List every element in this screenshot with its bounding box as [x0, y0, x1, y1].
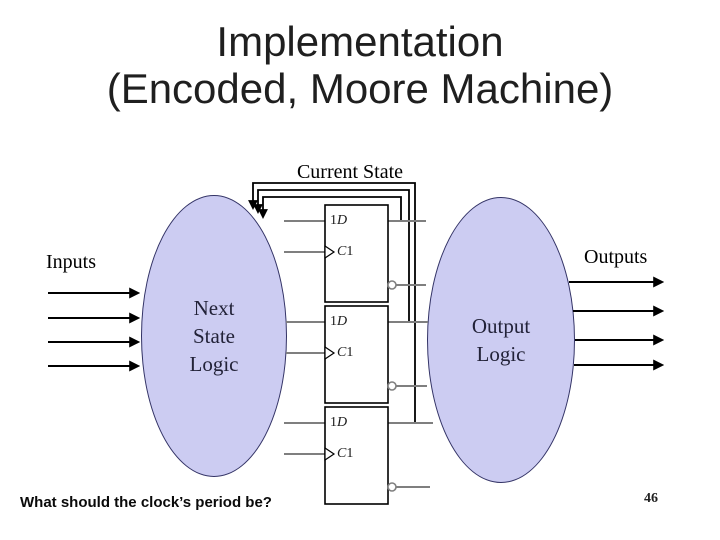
ff2-d-num: 1: [330, 314, 337, 329]
ff2-box: [324, 305, 389, 404]
slide-title-line2: (Encoded, Moore Machine): [106, 65, 614, 112]
next-state-logic-label-line2: State: [193, 324, 235, 348]
ff3-c-num: 1: [346, 446, 354, 461]
ff2-d-pin-label: 1D: [330, 314, 347, 330]
ff3-c-pin-label: C1: [337, 446, 353, 462]
ff1-d-pin-label: 1D: [330, 213, 347, 229]
output-logic-label-line2: Logic: [476, 342, 526, 366]
feedback-loop-ff1: [258, 196, 402, 221]
page-number: 46: [644, 491, 658, 506]
ff3-bubble-icon: [387, 482, 397, 492]
ff2-bubble-icon: [387, 381, 397, 391]
ff1-box: [324, 204, 389, 303]
next-state-logic-label-line3: Logic: [189, 352, 239, 376]
ff1-c-num: 1: [346, 244, 354, 259]
outputs-label: Outputs: [584, 246, 648, 268]
ff1-d-letter: D: [337, 213, 348, 228]
ff3-c-letter: C: [337, 446, 347, 461]
ff3-d-num: 1: [330, 415, 337, 430]
ff3-box: [324, 406, 389, 505]
feedback-loop-ff3: [248, 182, 416, 423]
output-arrows: [569, 276, 665, 371]
slide-title: Implementation (Encoded, Moore Machine): [0, 18, 720, 112]
next-state-logic-ellipse: Next State Logic: [141, 195, 287, 477]
output-logic-ellipse: Output Logic: [427, 197, 575, 483]
feedback-loops: [248, 182, 416, 423]
ff3-d-letter: D: [337, 415, 348, 430]
slide-title-line1: Implementation: [216, 18, 504, 65]
ff2-c-num: 1: [346, 345, 354, 360]
ff2-c-letter: C: [337, 345, 347, 360]
next-state-logic-label-line1: Next: [193, 296, 235, 320]
ff1-c-letter: C: [337, 244, 347, 259]
flip-flop-boxes: [324, 204, 389, 505]
flip-flop-wires: [284, 220, 433, 488]
input-arrows: [48, 287, 141, 372]
ff1-clock-triangle-icon: [324, 244, 336, 260]
ff3-d-pin-label: 1D: [330, 415, 347, 431]
ff2-clock-triangle-icon: [324, 345, 336, 361]
inverter-bubbles: [387, 280, 397, 492]
clock-triangles: [324, 244, 336, 462]
footer-question: What should the clock’s period be?: [20, 494, 272, 511]
current-state-label: Current State: [296, 161, 404, 183]
feedback-loop-ff2: [253, 189, 410, 322]
output-logic-label-line1: Output: [471, 314, 531, 338]
ff1-d-num: 1: [330, 213, 337, 228]
inputs-label: Inputs: [46, 251, 96, 273]
ff2-c-pin-label: C1: [337, 345, 353, 361]
ff2-d-letter: D: [337, 314, 348, 329]
ff1-c-pin-label: C1: [337, 244, 353, 260]
ff1-bubble-icon: [387, 280, 397, 290]
ff3-clock-triangle-icon: [324, 446, 336, 462]
